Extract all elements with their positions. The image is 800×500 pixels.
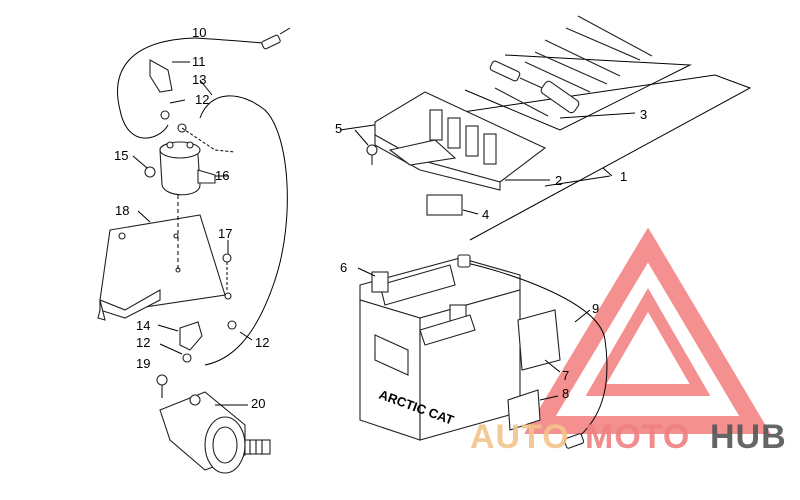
watermark-moto: MOTO: [585, 418, 690, 456]
foam-pad: [426, 194, 463, 216]
callout-12-lower: 12: [136, 335, 150, 350]
callout-12-upper: 12: [195, 92, 209, 107]
callout-19: 19: [136, 356, 150, 371]
callout-15: 15: [114, 148, 128, 163]
callout-11: 11: [192, 54, 206, 69]
callout-5: 5: [335, 121, 342, 136]
callout-13: 13: [192, 72, 206, 87]
callout-20: 20: [251, 396, 265, 411]
callout-4: 4: [482, 207, 489, 222]
battery-group: ARCTIC CAT: [357, 254, 608, 449]
callout-16: 16: [215, 168, 229, 183]
callout-10: 10: [192, 25, 206, 40]
watermark-hub: HUB: [710, 418, 787, 456]
solenoid: [159, 141, 228, 196]
battery: ARCTIC CAT: [359, 257, 521, 441]
callout-6: 6: [340, 260, 347, 275]
tool-tray: [374, 91, 547, 191]
callout-17: 17: [218, 226, 232, 241]
callout-3: 3: [640, 107, 647, 122]
mounting-bracket: [97, 195, 232, 321]
callout-18: 18: [115, 203, 129, 218]
watermark-auto: AUTO: [470, 418, 570, 456]
callout-2: 2: [555, 173, 562, 188]
callout-7: 7: [562, 368, 569, 383]
callout-labels: 1 2 3 4 5 6 7 8 9 10 11 12 13 12 15 16 1…: [114, 25, 647, 411]
callout-9: 9: [592, 301, 599, 316]
screw-5: [354, 129, 378, 165]
starter-motor: [159, 391, 271, 474]
callout-12-right: 12: [255, 335, 269, 350]
callout-8: 8: [562, 386, 569, 401]
watermark-text: AUTO MOTO HUB: [470, 418, 787, 456]
callout-14: 14: [136, 318, 150, 333]
callout-1: 1: [620, 169, 627, 184]
starter-system-group: [97, 27, 291, 474]
tool-kit-group: [339, 15, 752, 241]
watermark-logo: [524, 227, 771, 434]
wrench-tools: [489, 15, 653, 117]
